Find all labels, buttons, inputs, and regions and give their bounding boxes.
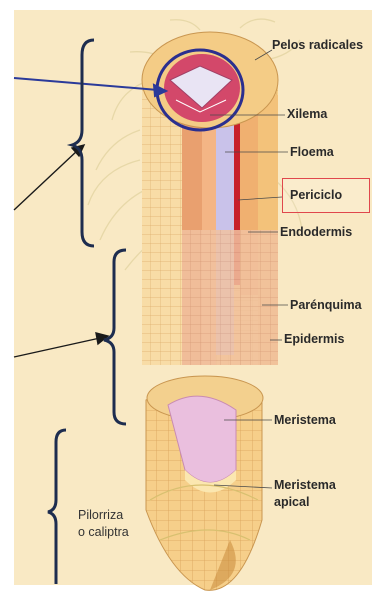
black-arrows [14, 145, 108, 357]
label-endodermis: Endodermis [280, 225, 352, 239]
label-pelos-radicales: Pelos radicales [272, 38, 363, 52]
braces [48, 40, 126, 584]
label-meristema-apical-line2: apical [274, 495, 309, 509]
root-tip [146, 376, 263, 590]
label-meristema-apical-line1: Meristema [274, 478, 336, 492]
label-meristema: Meristema [274, 413, 336, 427]
label-pilorriza-line2: o caliptra [78, 524, 129, 540]
label-periciclo: Periciclo [290, 188, 342, 202]
label-parenquima: Parénquima [290, 298, 362, 312]
label-epidermis: Epidermis [284, 332, 344, 346]
label-floema: Floema [290, 145, 334, 159]
label-pilorriza-line1: Pilorriza [78, 507, 123, 523]
label-xilema: Xilema [287, 107, 327, 121]
